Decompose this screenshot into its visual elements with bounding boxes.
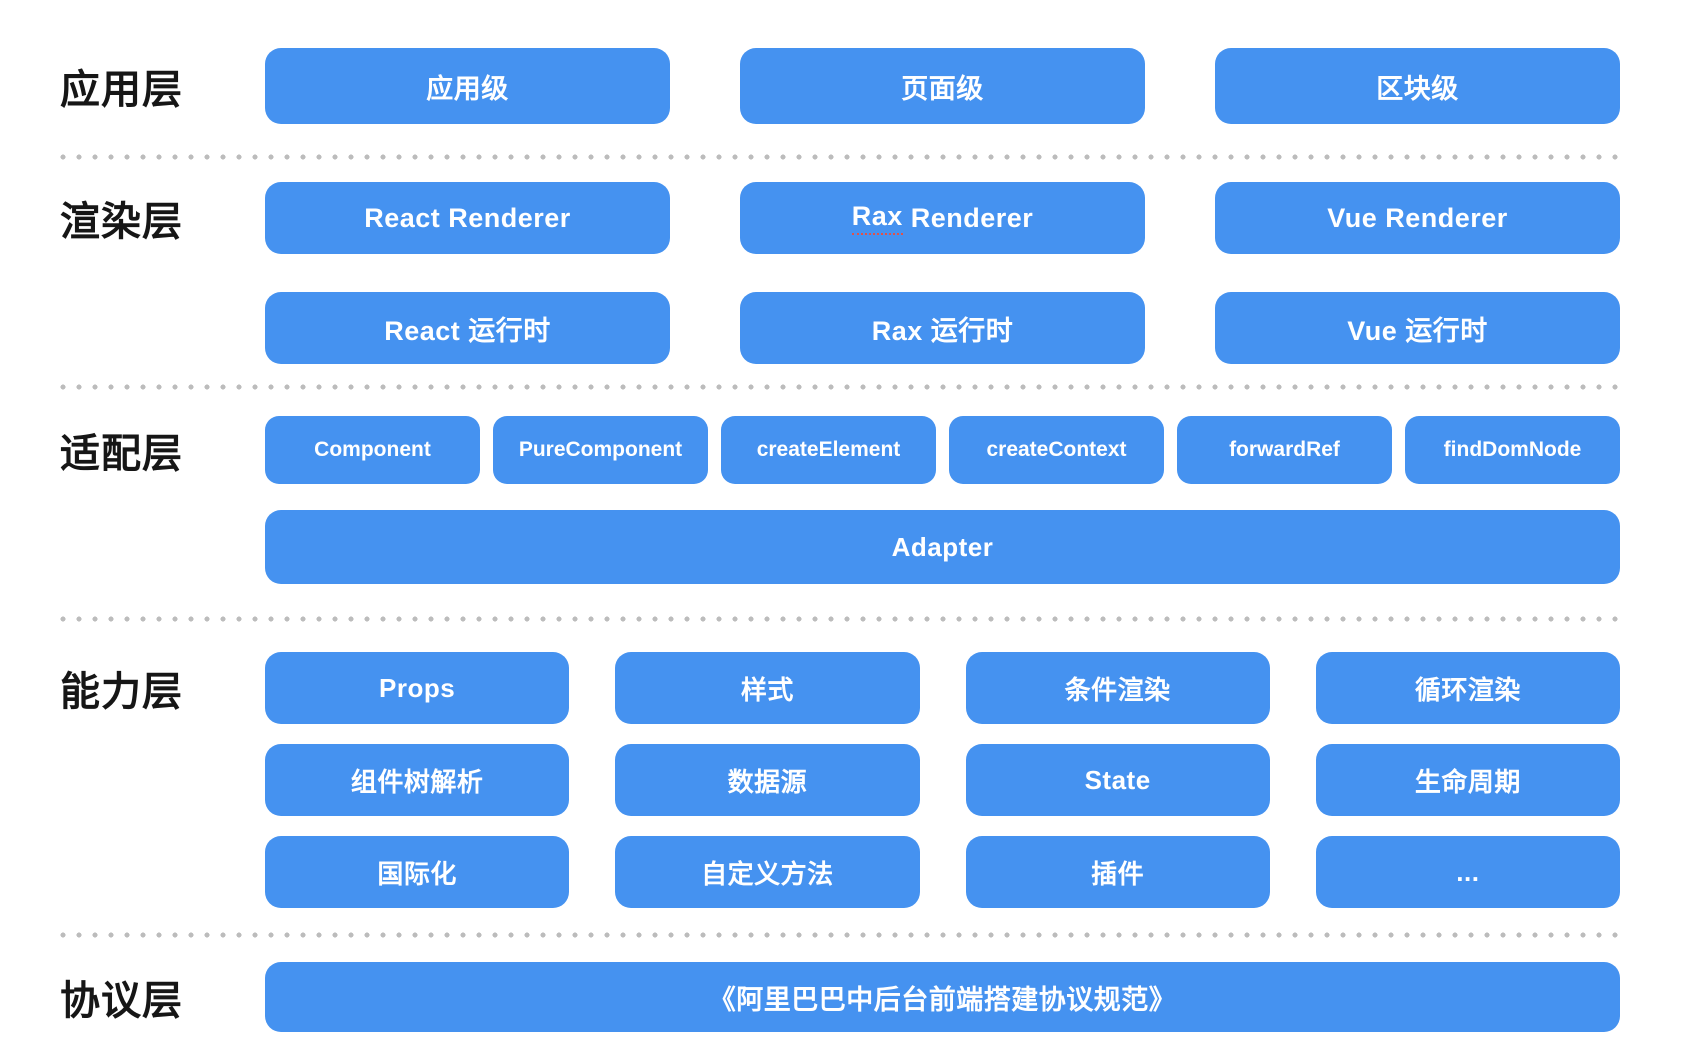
diagram-node: findDomNode — [1405, 416, 1620, 484]
layer-content-application: 应用级页面级区块级 — [265, 48, 1620, 124]
node-row: Props 样式条件渲染循环渲染 — [265, 652, 1620, 724]
diagram-node: 页面级 — [740, 48, 1145, 124]
layer-label-render: 渲染层 — [60, 200, 183, 244]
diagram-node: 组件树解析 — [265, 744, 570, 816]
node-row: 应用级页面级区块级 — [265, 48, 1620, 124]
diagram-node: 样式 — [615, 652, 920, 724]
diagram-node: 国际化 — [265, 836, 570, 908]
layer-application: 应用层 应用级页面级区块级 — [60, 48, 1620, 124]
diagram-node: createElement — [721, 416, 936, 484]
diagram-node: Rax 运行时 — [740, 292, 1145, 364]
misspelled-word: Rax — [851, 201, 903, 235]
node-row: 国际化自定义方法插件... — [265, 836, 1620, 908]
diagram-node: 应用级 — [265, 48, 670, 124]
diagram-node: Props — [265, 652, 570, 724]
diagram-node: React Renderer — [265, 182, 670, 254]
diagram-node: forwardRef — [1177, 416, 1392, 484]
dotted-separator — [60, 384, 1620, 390]
diagram-node: State — [965, 744, 1270, 816]
node-row: 组件树解析数据源 State 生命周期 — [265, 744, 1620, 816]
diagram-node: 区块级 — [1215, 48, 1620, 124]
layer-label-protocol: 协议层 — [60, 979, 183, 1023]
layer-capability: 能力层 Props 样式条件渲染循环渲染组件树解析数据源 State 生命周期国际化自定… — [60, 652, 1620, 908]
diagram-node: Vue 运行时 — [1215, 292, 1620, 364]
node-row: 《阿里巴巴中后台前端搭建协议规范》 — [265, 962, 1620, 1032]
layer-content-capability: Props 样式条件渲染循环渲染组件树解析数据源 State 生命周期国际化自定义方法… — [265, 652, 1620, 908]
diagram-node: createContext — [949, 416, 1164, 484]
diagram-node: 数据源 — [615, 744, 920, 816]
diagram-node: 插件 — [965, 836, 1270, 908]
layer-label-adapter: 适配层 — [60, 432, 183, 476]
layer-render: 渲染层 React Renderer Rax Renderer Vue Rendere… — [60, 182, 1620, 364]
diagram-node: Component — [265, 416, 480, 484]
diagram-node: 条件渲染 — [965, 652, 1270, 724]
layer-content-protocol: 《阿里巴巴中后台前端搭建协议规范》 — [265, 962, 1620, 1032]
diagram-node: Rax Renderer — [740, 182, 1145, 254]
node-label-rest: Renderer — [902, 202, 1034, 233]
diagram-node: 自定义方法 — [615, 836, 920, 908]
dotted-separator — [60, 932, 1620, 938]
diagram-node: ... — [1315, 836, 1620, 908]
diagram-node: 生命周期 — [1315, 744, 1620, 816]
node-row: React Renderer Rax Renderer Vue Renderer — [265, 182, 1620, 254]
diagram-node: React 运行时 — [265, 292, 670, 364]
layer-protocol: 协议层 《阿里巴巴中后台前端搭建协议规范》 — [60, 962, 1620, 1032]
layer-label-capability: 能力层 — [60, 670, 183, 714]
node-row: React 运行时 Rax 运行时 Vue 运行时 — [265, 292, 1620, 364]
node-row: Adapter — [265, 510, 1620, 584]
layer-label-application: 应用层 — [60, 68, 183, 112]
dotted-separator — [60, 616, 1620, 622]
diagram-node: 《阿里巴巴中后台前端搭建协议规范》 — [265, 962, 1620, 1032]
diagram-node: Adapter — [265, 510, 1620, 584]
diagram-node: 循环渲染 — [1315, 652, 1620, 724]
diagram-node: PureComponent — [493, 416, 708, 484]
diagram-node: Vue Renderer — [1215, 182, 1620, 254]
dotted-separator — [60, 154, 1620, 160]
